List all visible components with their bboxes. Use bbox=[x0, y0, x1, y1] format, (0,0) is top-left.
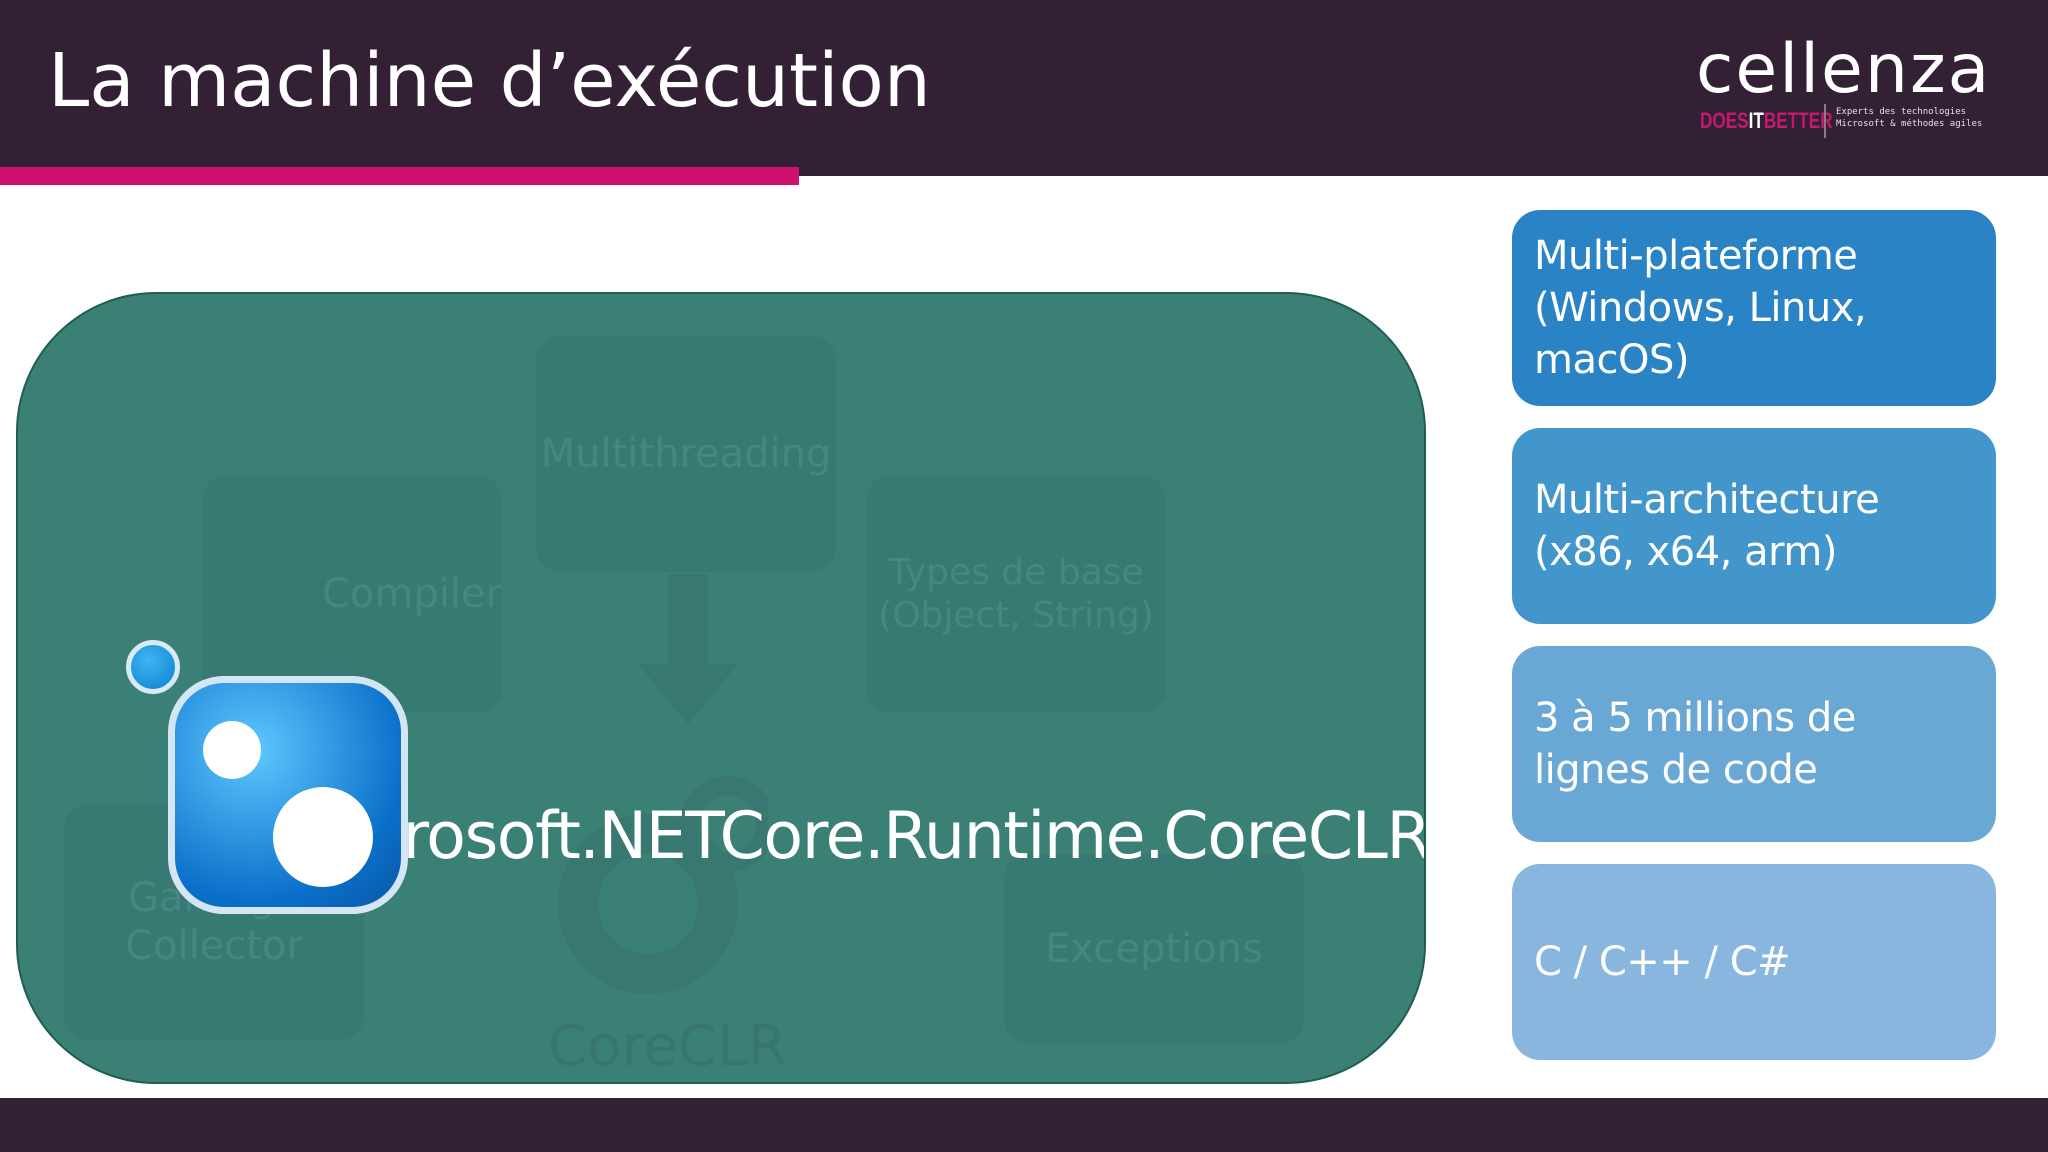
logo-subtitle-line2: Microsoft & méthodes agiles bbox=[1836, 119, 1983, 129]
logo-tagline: DOESITBETTER bbox=[1700, 108, 1833, 134]
slide-header: La machine d’exécution cellenza DOESITBE… bbox=[0, 0, 2048, 176]
card-multiarchitecture: Multi-architecture (x86, x64, arm) bbox=[1512, 428, 1996, 624]
ghost-coreclr-label: CoreCLR bbox=[548, 1014, 787, 1079]
card-lines-of-code-text: 3 à 5 millions de lignes de code bbox=[1534, 695, 1856, 793]
ghost-gear-icon bbox=[558, 776, 768, 994]
card-multiplatform: Multi-plateforme (Windows, Linux, macOS) bbox=[1512, 210, 1996, 406]
ghost-box-exceptions: Exceptions bbox=[1004, 854, 1304, 1044]
cellenza-logo: cellenza DOESITBETTER Experts des techno… bbox=[1696, 30, 1996, 140]
nuget-small-dot-icon bbox=[126, 640, 180, 694]
nuget-dot-small bbox=[203, 721, 261, 779]
logo-tag-better: BETTER bbox=[1763, 108, 1833, 133]
card-multiplatform-text: Multi-plateforme (Windows, Linux, macOS) bbox=[1534, 233, 1867, 383]
logo-tag-does: DOES bbox=[1700, 108, 1749, 133]
logo-subtitle-line1: Experts des technologies bbox=[1836, 107, 1967, 117]
ghost-box-base-types: Types de base (Object, String) bbox=[866, 476, 1166, 712]
card-multiarchitecture-text: Multi-architecture (x86, x64, arm) bbox=[1534, 477, 1880, 575]
logo-separator bbox=[1824, 104, 1826, 138]
card-lines-of-code: 3 à 5 millions de lignes de code bbox=[1512, 646, 1996, 842]
ghost-arrow-down-icon bbox=[638, 574, 738, 724]
ghost-box-compiler: Compiler bbox=[202, 476, 502, 712]
coreclr-panel: Multithreading Compiler Types de base (O… bbox=[16, 292, 1426, 1084]
logo-tag-it: IT bbox=[1748, 108, 1764, 133]
title-accent-bar bbox=[0, 167, 799, 185]
slide-footer bbox=[0, 1098, 2048, 1152]
runtime-package-name: Microsoft.NETCore.Runtime.CoreCLR bbox=[297, 799, 1426, 874]
ghost-box-multithreading: Multithreading bbox=[536, 336, 836, 572]
card-languages-text: C / C++ / C# bbox=[1534, 939, 1791, 985]
logo-subtitle: Experts des technologies Microsoft & mét… bbox=[1836, 106, 1982, 130]
card-languages: C / C++ / C# bbox=[1512, 864, 1996, 1060]
logo-wordmark: cellenza bbox=[1696, 30, 1992, 109]
nuget-logo-icon bbox=[168, 676, 408, 914]
slide-title: La machine d’exécution bbox=[48, 38, 931, 124]
nuget-dot-large bbox=[273, 787, 373, 887]
